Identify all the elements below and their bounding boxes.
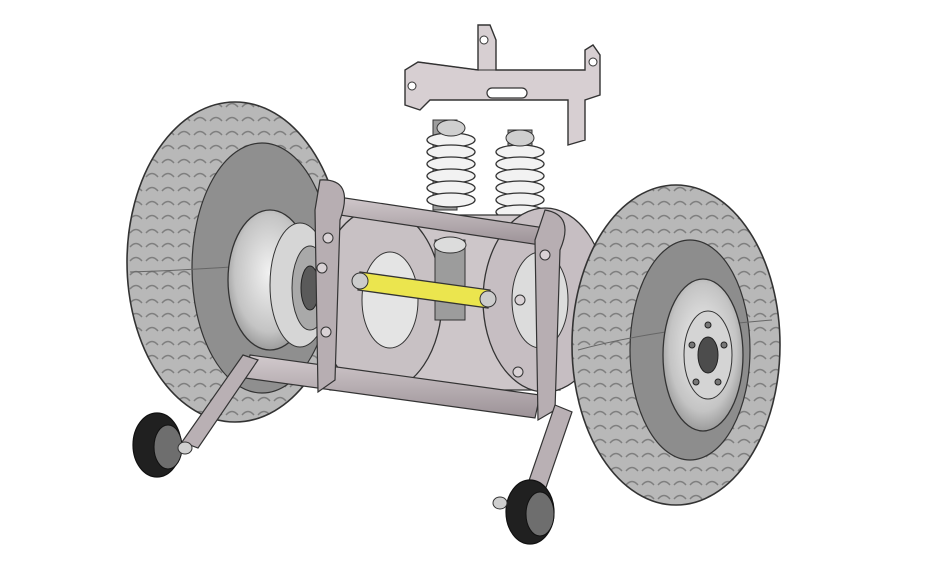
damper-shaft	[433, 236, 467, 321]
mounting-bracket	[404, 24, 601, 146]
right-caster-wheel	[492, 479, 555, 545]
yellow-link-rod	[351, 271, 497, 309]
left-hub	[227, 209, 331, 351]
chassis-frame	[244, 179, 566, 422]
left-caster-wheel	[132, 412, 193, 478]
right-hub	[662, 278, 744, 432]
coil-spring-right	[495, 129, 545, 221]
left-caster-arm	[181, 354, 259, 449]
coil-spring-left	[426, 119, 476, 211]
